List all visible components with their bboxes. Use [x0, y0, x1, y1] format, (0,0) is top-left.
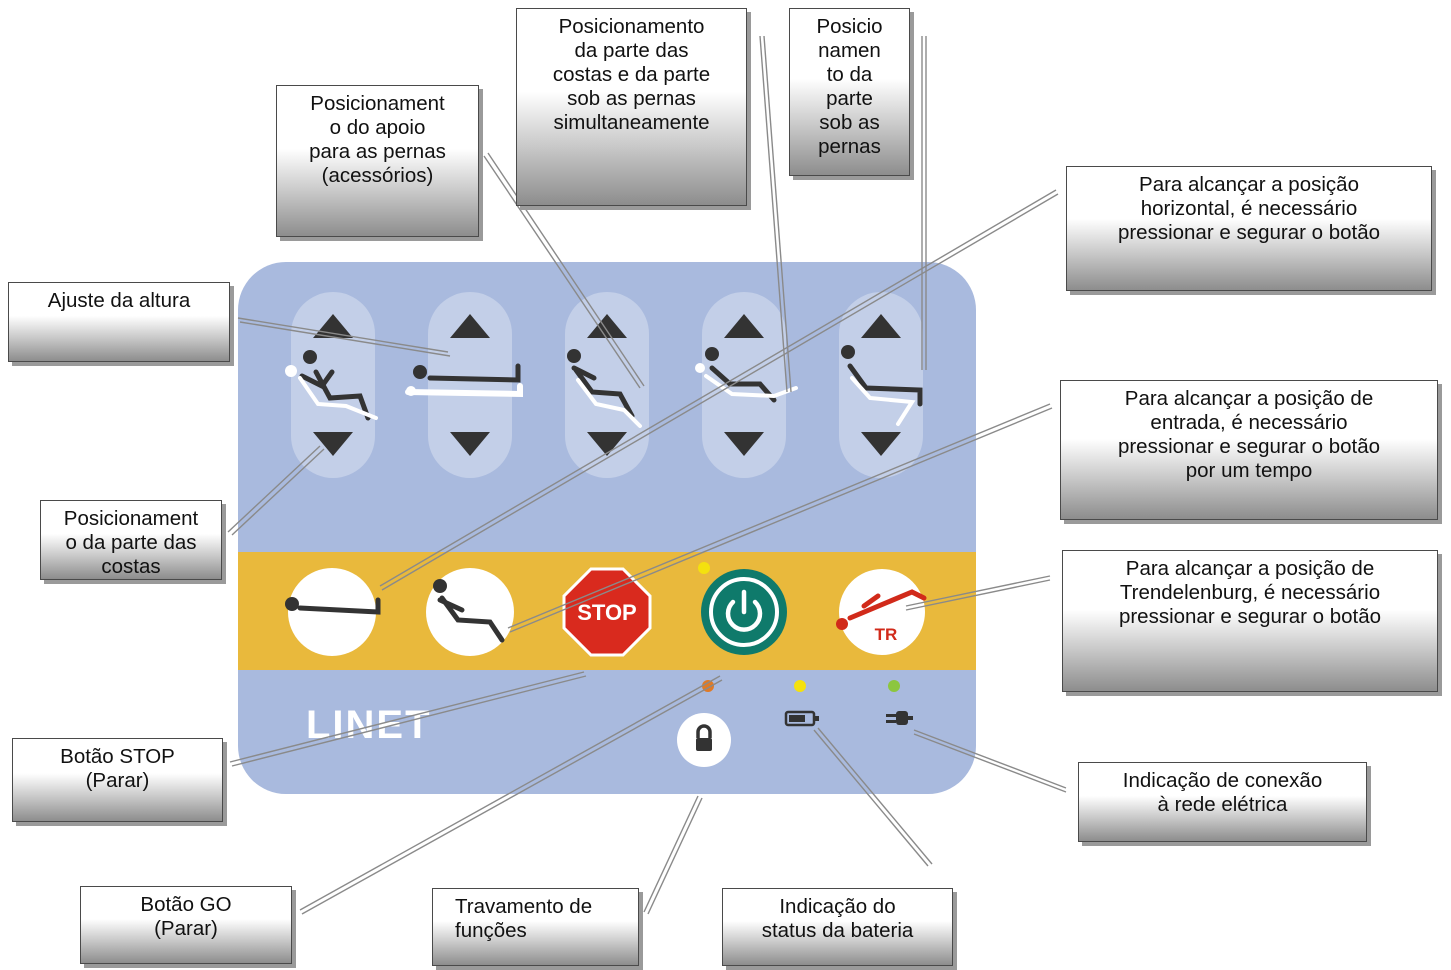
callout-battery: Indicação do status da bateria — [722, 888, 953, 966]
callout-legs-part: Posicio namen to da parte sob as pernas — [789, 8, 910, 176]
linet-logo: LINET — [306, 703, 432, 747]
seated-patient-icon — [285, 350, 378, 421]
callout-height-adjust: Ajuste da altura — [8, 282, 230, 362]
rocker-leg-support[interactable] — [405, 292, 523, 478]
trendelenburg-button[interactable]: TR — [836, 569, 927, 655]
arrow-up-icon — [587, 314, 627, 338]
seated-patient-icon — [567, 349, 642, 428]
arrow-down-icon — [587, 432, 627, 456]
rocker-back-legs[interactable] — [565, 292, 649, 478]
callout-lock: Travamento de funções — [432, 888, 639, 966]
rocker-legs-part[interactable] — [695, 292, 798, 478]
power-icon — [725, 589, 763, 632]
lock-icon — [696, 724, 712, 751]
arrow-down-icon — [313, 432, 353, 456]
arrow-down-icon — [861, 432, 901, 456]
battery-led — [794, 680, 806, 692]
callout-stop: Botão STOP (Parar) — [12, 738, 223, 822]
horizontal-position-button[interactable] — [285, 568, 381, 656]
arrow-down-icon — [724, 432, 764, 456]
tr-label: TR — [875, 625, 898, 644]
callout-entry: Para alcançar a posição de entrada, é ne… — [1060, 380, 1438, 520]
stop-button[interactable]: STOP — [562, 567, 652, 657]
callout-trendelenburg: Para alcançar a posição de Trendelenburg… — [1062, 550, 1438, 692]
seated-patient-icon — [695, 347, 798, 403]
plug-icon — [886, 711, 913, 725]
rocker-legs-lower[interactable] — [839, 292, 923, 478]
arrow-up-icon — [861, 314, 901, 338]
callout-mains: Indicação de conexão à rede elétrica — [1078, 762, 1367, 842]
rocker-height[interactable] — [285, 292, 378, 478]
arrow-up-icon — [724, 314, 764, 338]
entry-position-button[interactable] — [426, 568, 514, 656]
go-led — [698, 562, 710, 574]
callout-horizontal: Para alcançar a posição horizontal, é ne… — [1066, 166, 1432, 291]
battery-icon — [784, 710, 819, 727]
arrow-up-icon — [450, 314, 490, 338]
callout-go: Botão GO (Parar) — [80, 886, 292, 964]
callout-back-part: Posicionament o da parte das costas — [40, 500, 222, 580]
lying-patient-icon — [405, 363, 523, 398]
arrow-down-icon — [450, 432, 490, 456]
leader-lines — [227, 35, 1067, 915]
lock-button[interactable] — [677, 713, 731, 767]
stop-label: STOP — [577, 600, 637, 625]
seated-patient-icon — [841, 345, 923, 426]
callout-leg-support: Posicionament o do apoio para as pernas … — [276, 85, 479, 237]
go-button[interactable] — [701, 569, 787, 655]
callout-back-legs-simultaneous: Posicionamento da parte das costas e da … — [516, 8, 747, 206]
mains-led — [888, 680, 900, 692]
